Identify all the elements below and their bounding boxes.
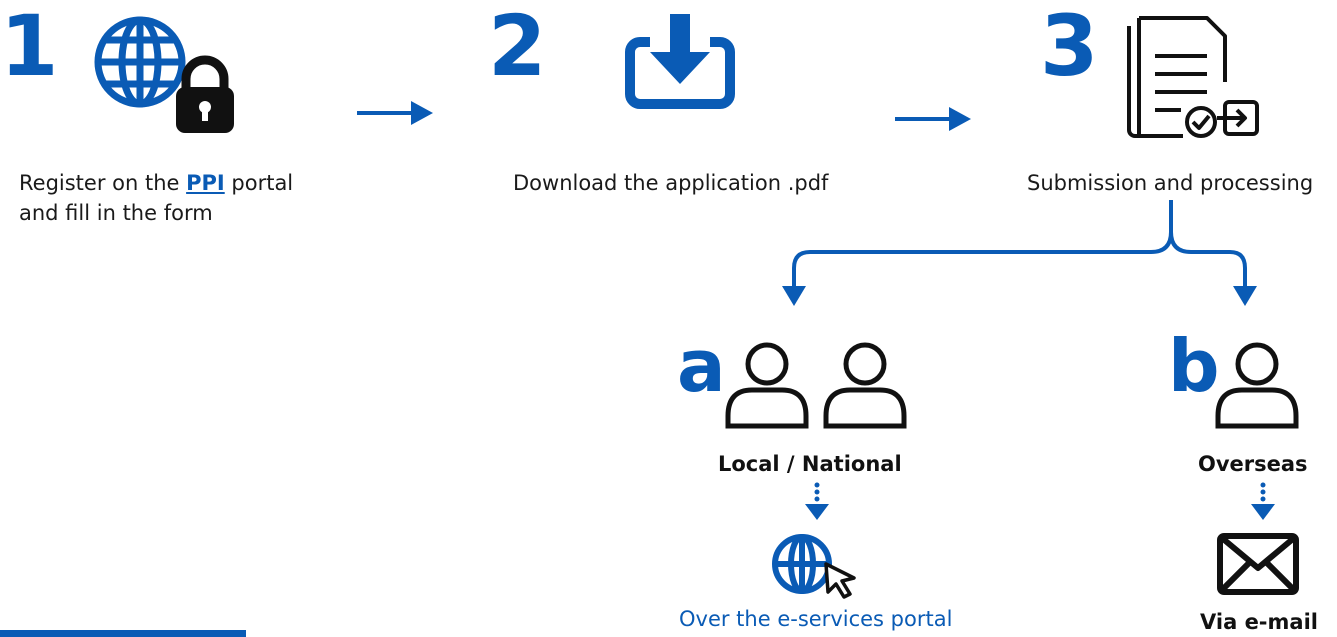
footer-bar: [0, 630, 246, 637]
step-1-number: 1: [0, 0, 59, 95]
step-2-number: 2: [488, 0, 547, 95]
lock-icon: [176, 55, 234, 133]
step-1-caption-line2: and fill in the form: [19, 201, 213, 225]
step-3-caption: Submission and processing: [1027, 171, 1314, 195]
globe-icon: [94, 16, 186, 108]
branch-b-label: Overseas: [1198, 452, 1308, 476]
branch-connector: [782, 200, 1257, 306]
user-icon: [1215, 342, 1299, 429]
arrow-right-icon: [357, 101, 433, 125]
envelope-icon: [1217, 533, 1299, 595]
branch-a-label: Local / National: [718, 452, 902, 476]
step-1-caption: Register on the PPI portal and fill in t…: [19, 168, 339, 228]
globe-cursor-icon: [772, 534, 856, 599]
step-2-caption: Download the application .pdf: [513, 171, 829, 195]
user-icon: [823, 342, 907, 429]
branch-a-channel[interactable]: Over the e-services portal: [679, 607, 953, 631]
documents-submit-icon: [1127, 16, 1259, 138]
ppi-link[interactable]: PPI: [186, 171, 225, 195]
branch-b-letter: b: [1168, 324, 1220, 408]
branch-b-channel: Via e-mail: [1200, 610, 1318, 634]
step-1-caption-pre: Register on the: [19, 171, 187, 195]
download-icon: [625, 14, 735, 109]
arrow-right-icon: [895, 107, 971, 131]
dotted-arrow-down-icon: [1251, 482, 1275, 520]
step-3-number: 3: [1040, 0, 1099, 95]
user-icon: [725, 342, 809, 429]
branch-a-letter: a: [677, 324, 726, 408]
step-1-caption-post: portal: [224, 171, 294, 195]
dotted-arrow-down-icon: [805, 482, 829, 520]
